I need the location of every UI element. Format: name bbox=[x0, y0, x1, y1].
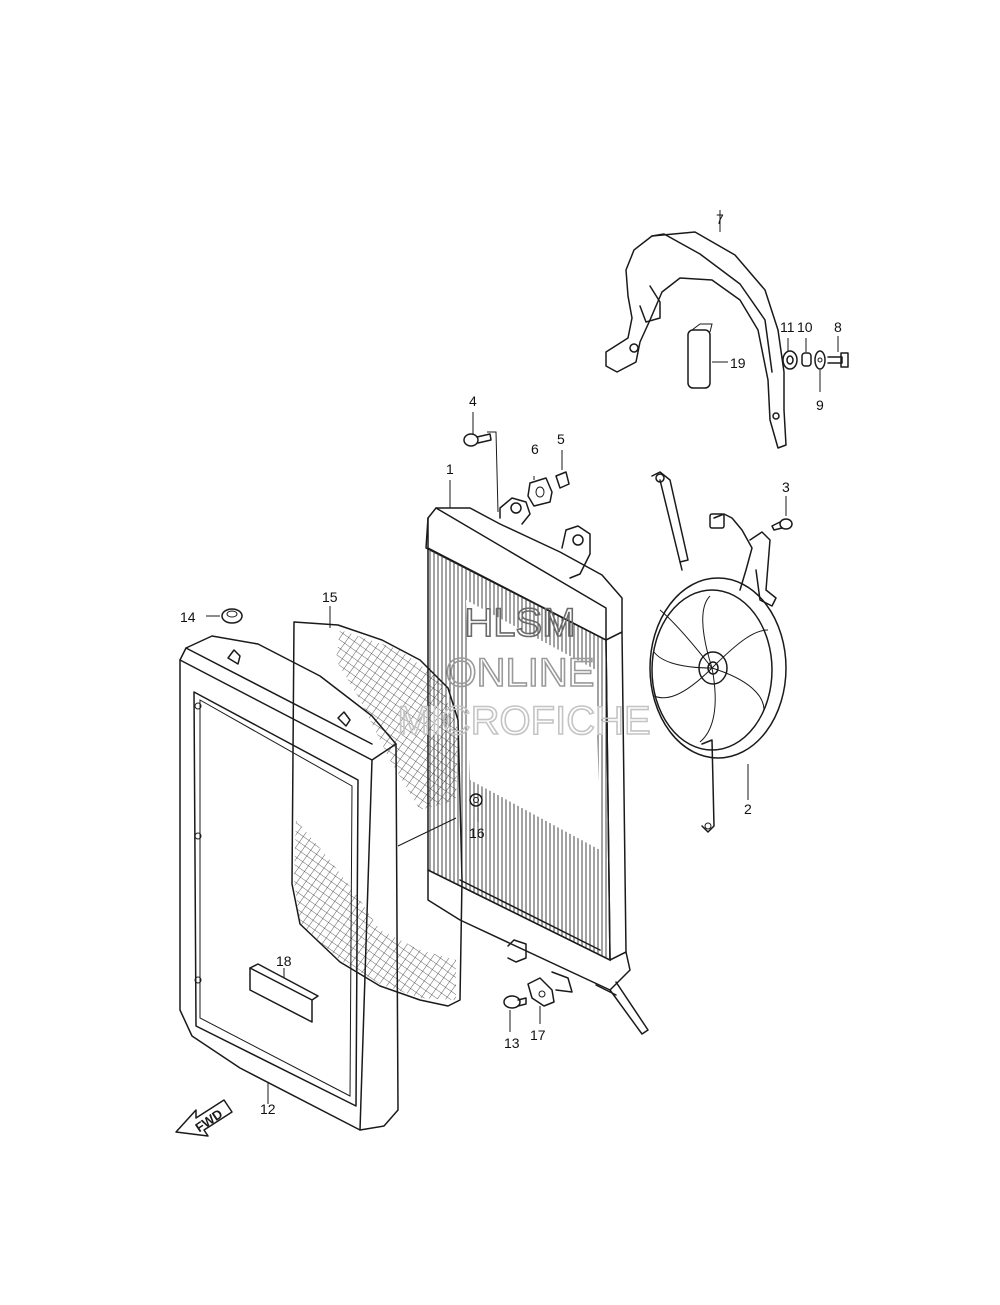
clamp-17 bbox=[527, 977, 555, 1007]
label-sticker bbox=[249, 963, 319, 1023]
grommet-6 bbox=[527, 477, 553, 507]
label-part-5: 5 bbox=[557, 431, 565, 447]
mount-hardware-set bbox=[782, 350, 849, 370]
label-part-8: 8 bbox=[834, 319, 842, 335]
label-part-2: 2 bbox=[744, 801, 752, 817]
label-part-18: 18 bbox=[276, 953, 292, 969]
shroud-bracket bbox=[605, 231, 787, 449]
label-part-15: 15 bbox=[322, 589, 338, 605]
label-part-11: 11 bbox=[780, 319, 795, 335]
leader-lines bbox=[206, 210, 839, 1104]
nut-16 bbox=[469, 793, 483, 807]
grommet-14 bbox=[221, 608, 243, 624]
screw-13 bbox=[503, 995, 527, 1009]
label-part-13: 13 bbox=[504, 1035, 520, 1051]
label-part-17: 17 bbox=[530, 1027, 546, 1043]
watermark-line-1: HLSM bbox=[464, 601, 575, 645]
forward-arrow-icon: FWD bbox=[175, 1099, 233, 1137]
radiator-cover bbox=[179, 635, 399, 1131]
label-part-14: 14 bbox=[180, 609, 196, 625]
label-part-10: 10 bbox=[797, 319, 813, 335]
label-part-4: 4 bbox=[469, 393, 477, 409]
label-part-9: 9 bbox=[816, 397, 824, 413]
label-part-6: 6 bbox=[531, 441, 539, 457]
watermark-line-3: MICROFICHE bbox=[397, 699, 650, 743]
foam-strip bbox=[687, 323, 713, 389]
watermark-line-2: ONLINE bbox=[446, 651, 595, 695]
bolt-3 bbox=[771, 518, 793, 531]
label-part-16: 16 bbox=[469, 825, 485, 841]
label-part-7: 7 bbox=[716, 211, 724, 227]
part-labels: 1 2 3 4 5 6 7 8 9 10 11 12 13 14 15 16 1… bbox=[180, 211, 842, 1117]
cooling-fan bbox=[649, 471, 787, 833]
collar-5 bbox=[555, 471, 570, 489]
label-part-1: 1 bbox=[446, 461, 454, 477]
label-part-3: 3 bbox=[782, 479, 790, 495]
fwd-label: FWD bbox=[192, 1106, 225, 1135]
watermark: HLSM ONLINE MICROFICHE bbox=[397, 600, 652, 744]
label-part-19: 19 bbox=[730, 355, 746, 371]
radiator-core bbox=[425, 497, 649, 1035]
mesh-guard bbox=[291, 621, 463, 1007]
bolt-4 bbox=[463, 433, 492, 447]
label-part-12: 12 bbox=[260, 1101, 276, 1117]
